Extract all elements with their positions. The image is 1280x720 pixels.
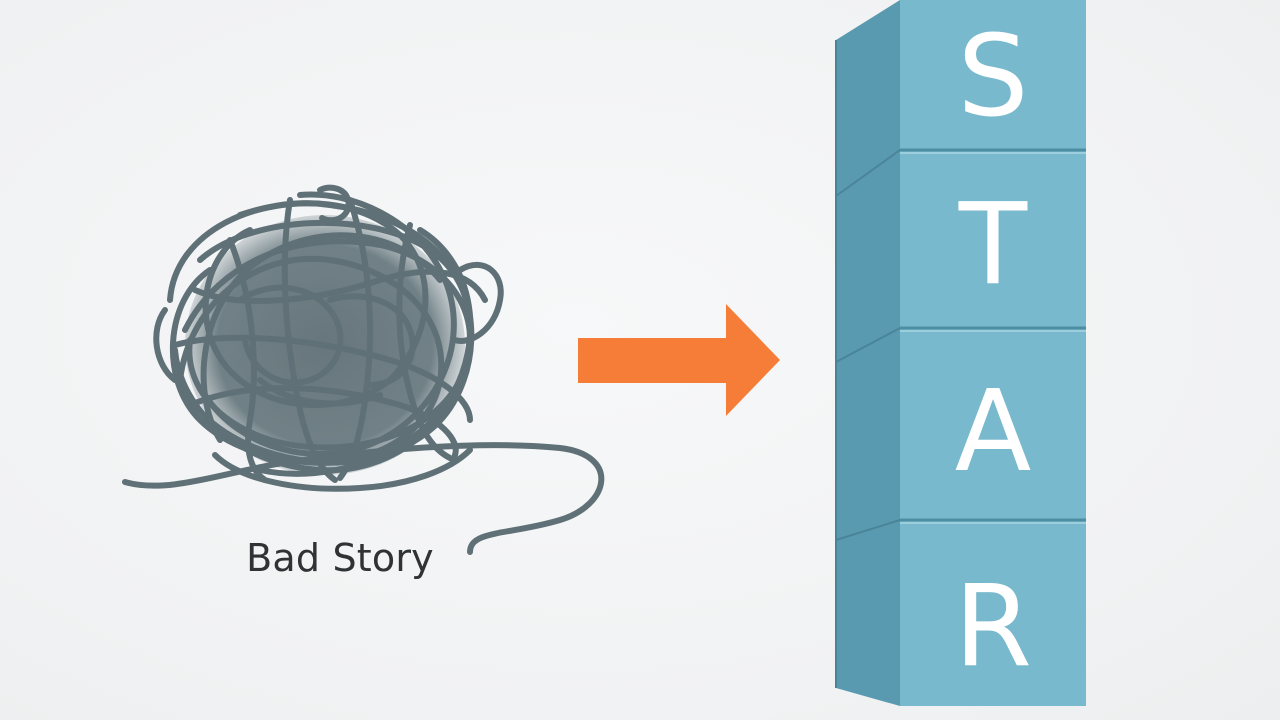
block-front-a <box>900 328 1086 520</box>
block-side-s <box>836 0 900 196</box>
star-letter-t: T <box>958 180 1028 310</box>
block-front-r <box>900 520 1086 706</box>
block-side-a <box>836 328 900 540</box>
tangled-string-icon <box>122 184 605 555</box>
arrow-right-icon <box>578 304 780 416</box>
block-front-t <box>900 150 1086 328</box>
block-side-t <box>836 150 900 362</box>
star-letter-a: A <box>955 367 1032 497</box>
block-front-s <box>900 0 1086 150</box>
block-side-r <box>836 520 900 706</box>
bad-story-label: Bad Story <box>246 536 434 580</box>
star-block-stack: S T A R <box>835 0 1086 706</box>
star-letter-s: S <box>957 12 1028 142</box>
star-letter-r: R <box>954 562 1032 692</box>
